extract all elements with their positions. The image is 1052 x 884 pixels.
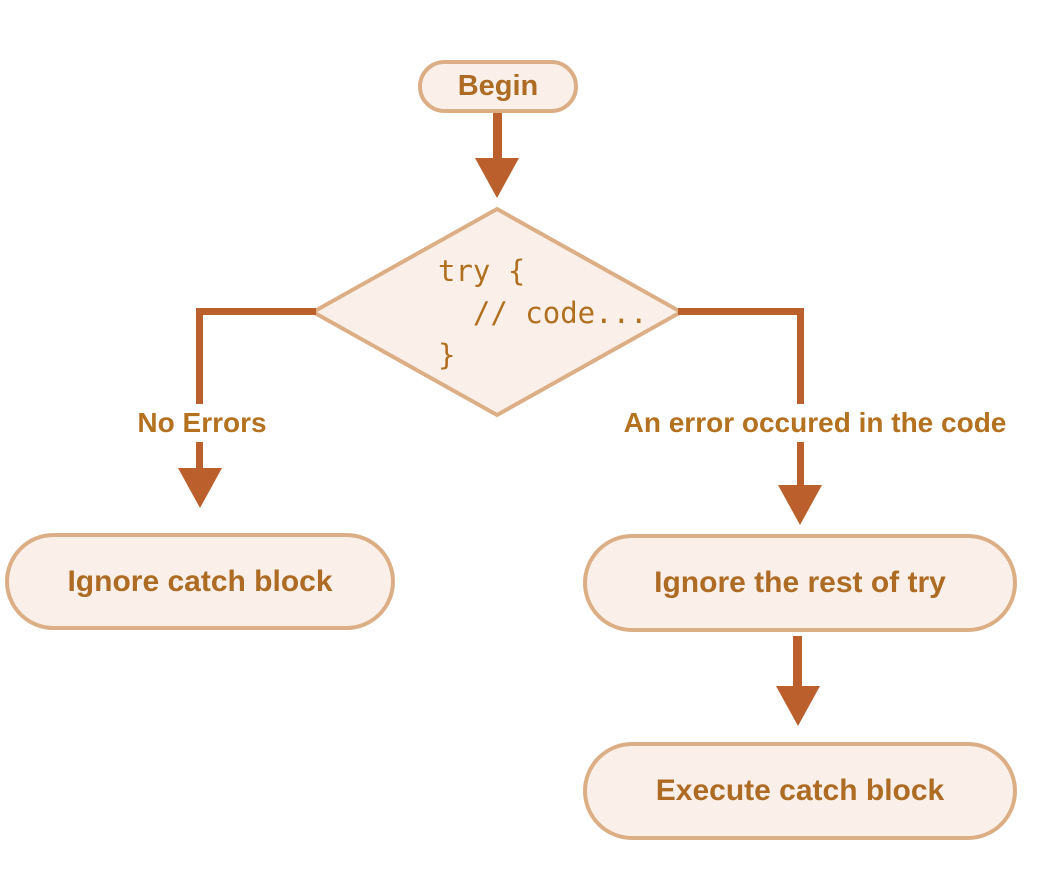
begin-node-label: Begin: [457, 70, 539, 102]
connector-ignore-rest-to-execute: [793, 636, 802, 688]
arrowhead-left-branch-icon: [178, 468, 222, 508]
arrowhead-right-branch-icon: [778, 485, 822, 525]
flowchart-node-ignore-catch-block: Ignore catch block: [5, 533, 395, 630]
ignore-rest-of-try-label: Ignore the rest of try: [654, 566, 946, 599]
connector-begin-to-try: [493, 113, 502, 162]
flowchart-node-begin: Begin: [418, 60, 578, 113]
edge-label-no-errors: No Errors: [128, 404, 276, 442]
connector-left-vertical: [196, 308, 203, 472]
ignore-catch-block-label: Ignore catch block: [67, 564, 333, 598]
execute-catch-block-label: Execute catch block: [655, 774, 945, 807]
connector-right-horizontal: [678, 308, 804, 315]
flowchart-node-execute-catch-block: Execute catch block: [583, 742, 1017, 840]
flowchart-node-ignore-rest-of-try: Ignore the rest of try: [583, 534, 1017, 632]
decision-diamond-try: [309, 206, 685, 418]
try-code-text: try { // code... }: [438, 254, 648, 372]
connector-left-horizontal: [196, 308, 316, 315]
arrowhead-begin-to-try-icon: [475, 158, 519, 198]
arrowhead-ignore-rest-to-execute-icon: [776, 686, 820, 726]
edge-label-error-occurred: An error occured in the code: [614, 404, 1016, 442]
connector-right-vertical: [797, 308, 804, 487]
